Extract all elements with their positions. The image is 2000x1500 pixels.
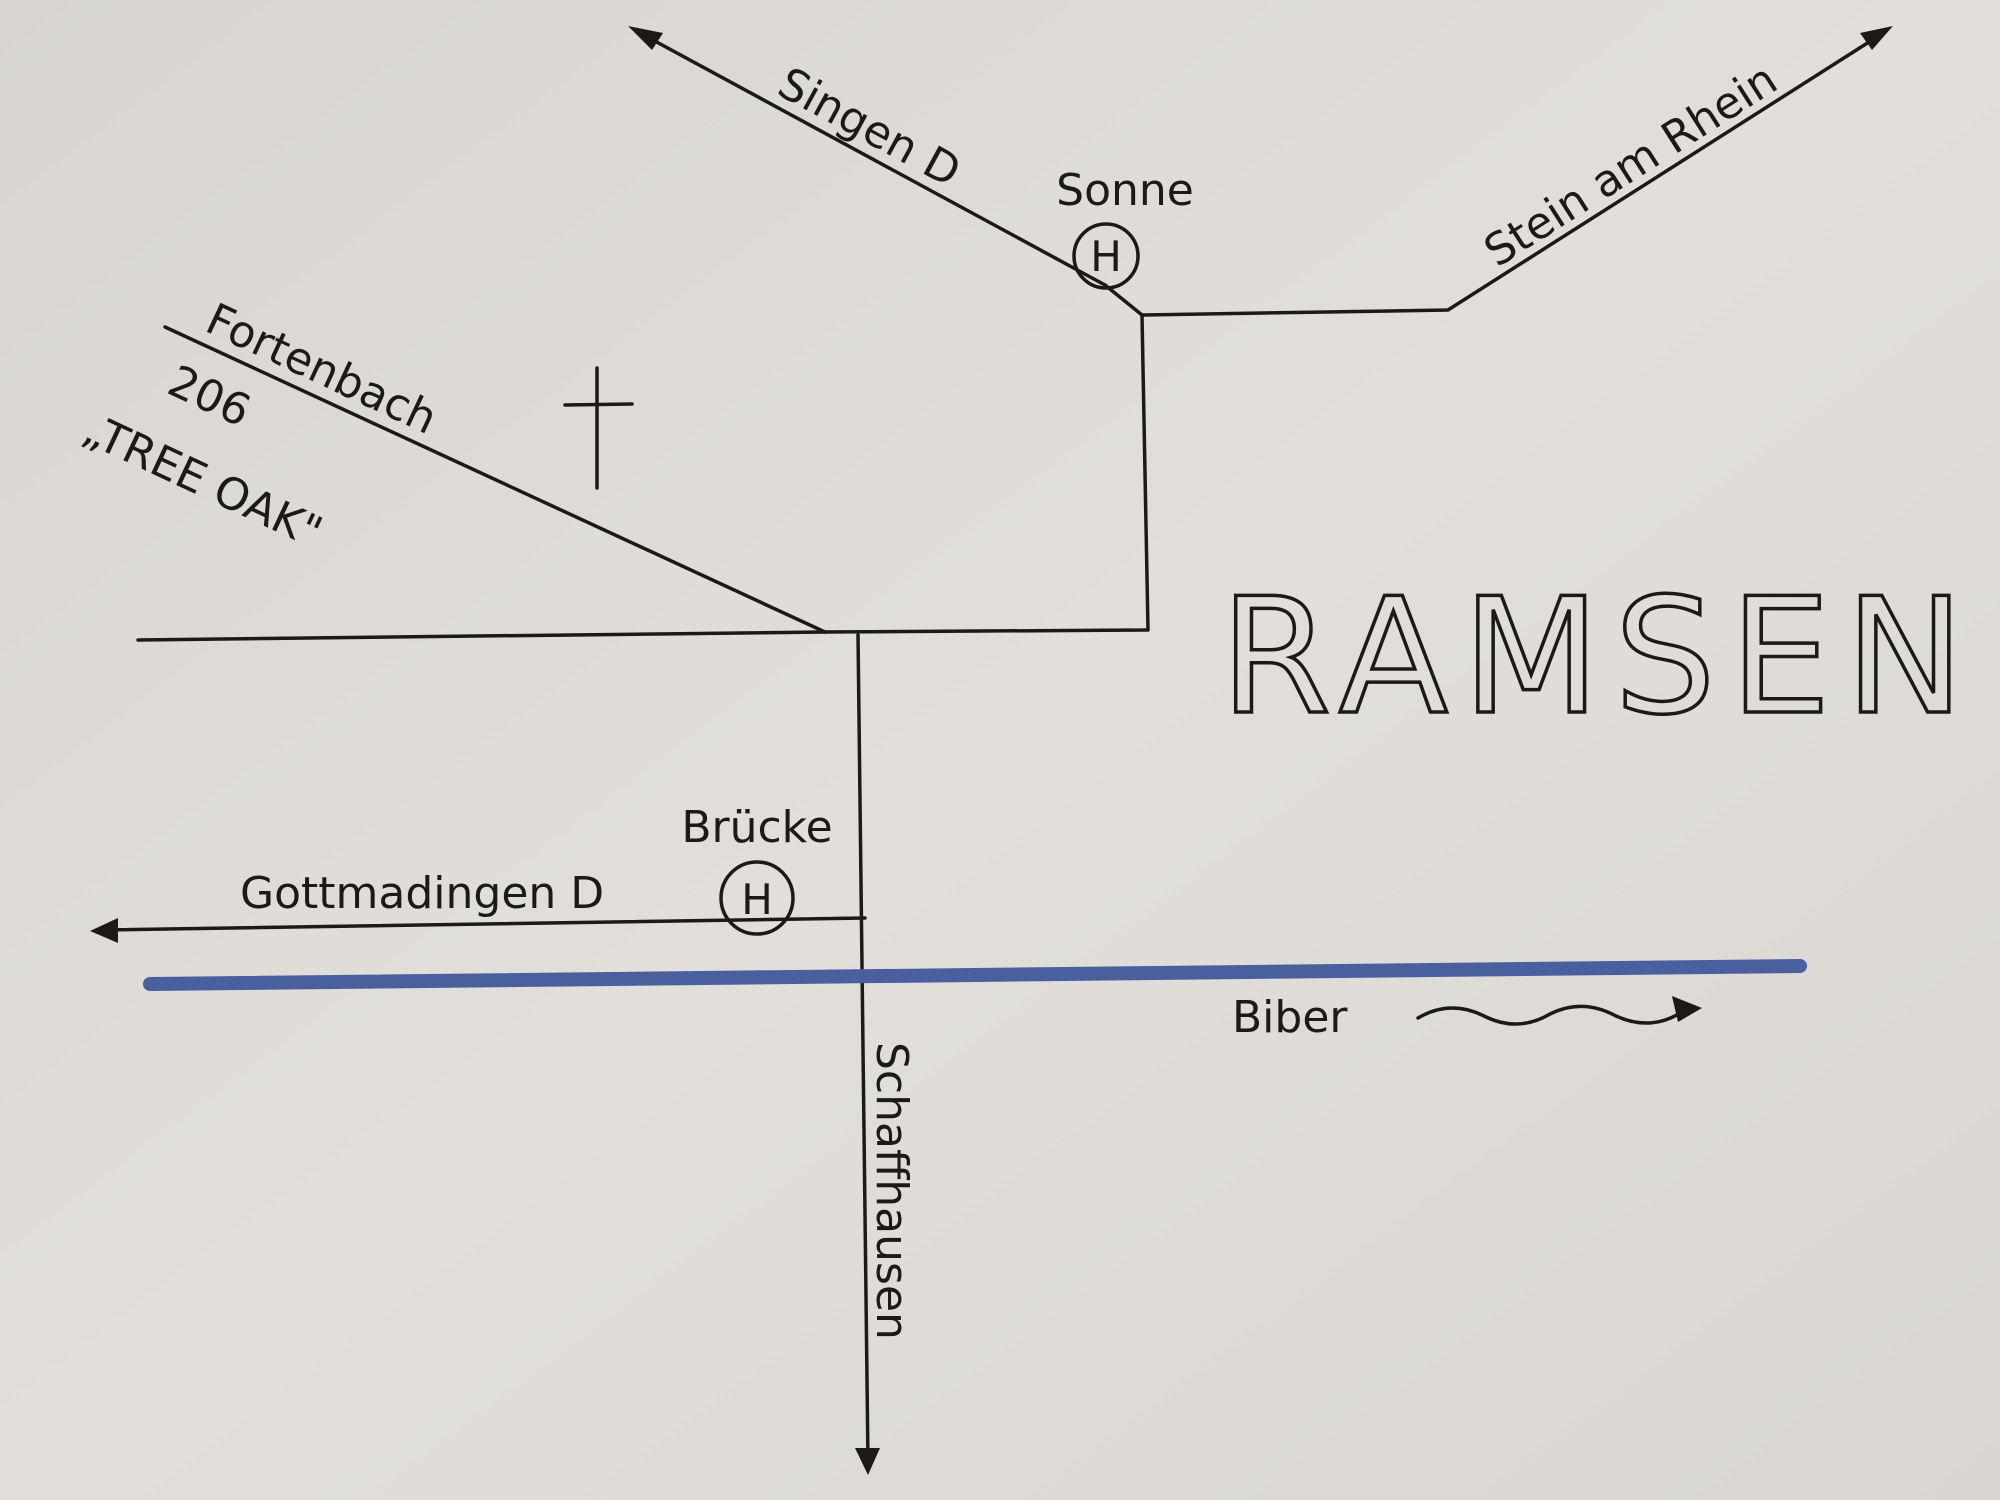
church-cross-icon [563,366,634,490]
label-river-biber: Biber [1232,992,1348,1043]
bus-stop-name-bruecke: Brücke [681,802,832,853]
road-sonne-connector [1103,283,1144,317]
bus-stop-symbol: H [1090,232,1122,281]
bus-stop-bruecke: H Brücke [681,802,833,936]
bus-stop-sonne: H Sonne [1056,165,1194,290]
road-main-west [136,630,827,642]
town-name: RAMSEN [1220,563,1979,750]
river-flow-arrow [1416,1004,1692,1026]
road-stein-am-rhein [1140,33,1882,317]
arrowhead-stein [1860,26,1893,50]
river-biber [143,959,1807,991]
label-schaffhausen: Schaffhausen [866,1042,917,1340]
road-vertical-connector [823,313,1150,634]
arrowhead-schaffhausen [855,1448,880,1475]
arrowhead-river-flow [1672,996,1702,1022]
arrowhead-singen [628,26,663,50]
road-singen [638,31,1107,287]
arrowhead-gottmadingen [90,918,118,943]
road-schaffhausen [856,633,870,1464]
bus-stop-symbol: H [741,875,773,924]
road-gottmadingen [103,916,867,932]
bus-stop-name-sonne: Sonne [1056,165,1194,216]
bus-stop-icon [1072,222,1140,290]
road-fortenbach [163,325,827,634]
bus-stop-icon [719,860,795,936]
label-gottmadingen: Gottmadingen D [240,868,604,919]
